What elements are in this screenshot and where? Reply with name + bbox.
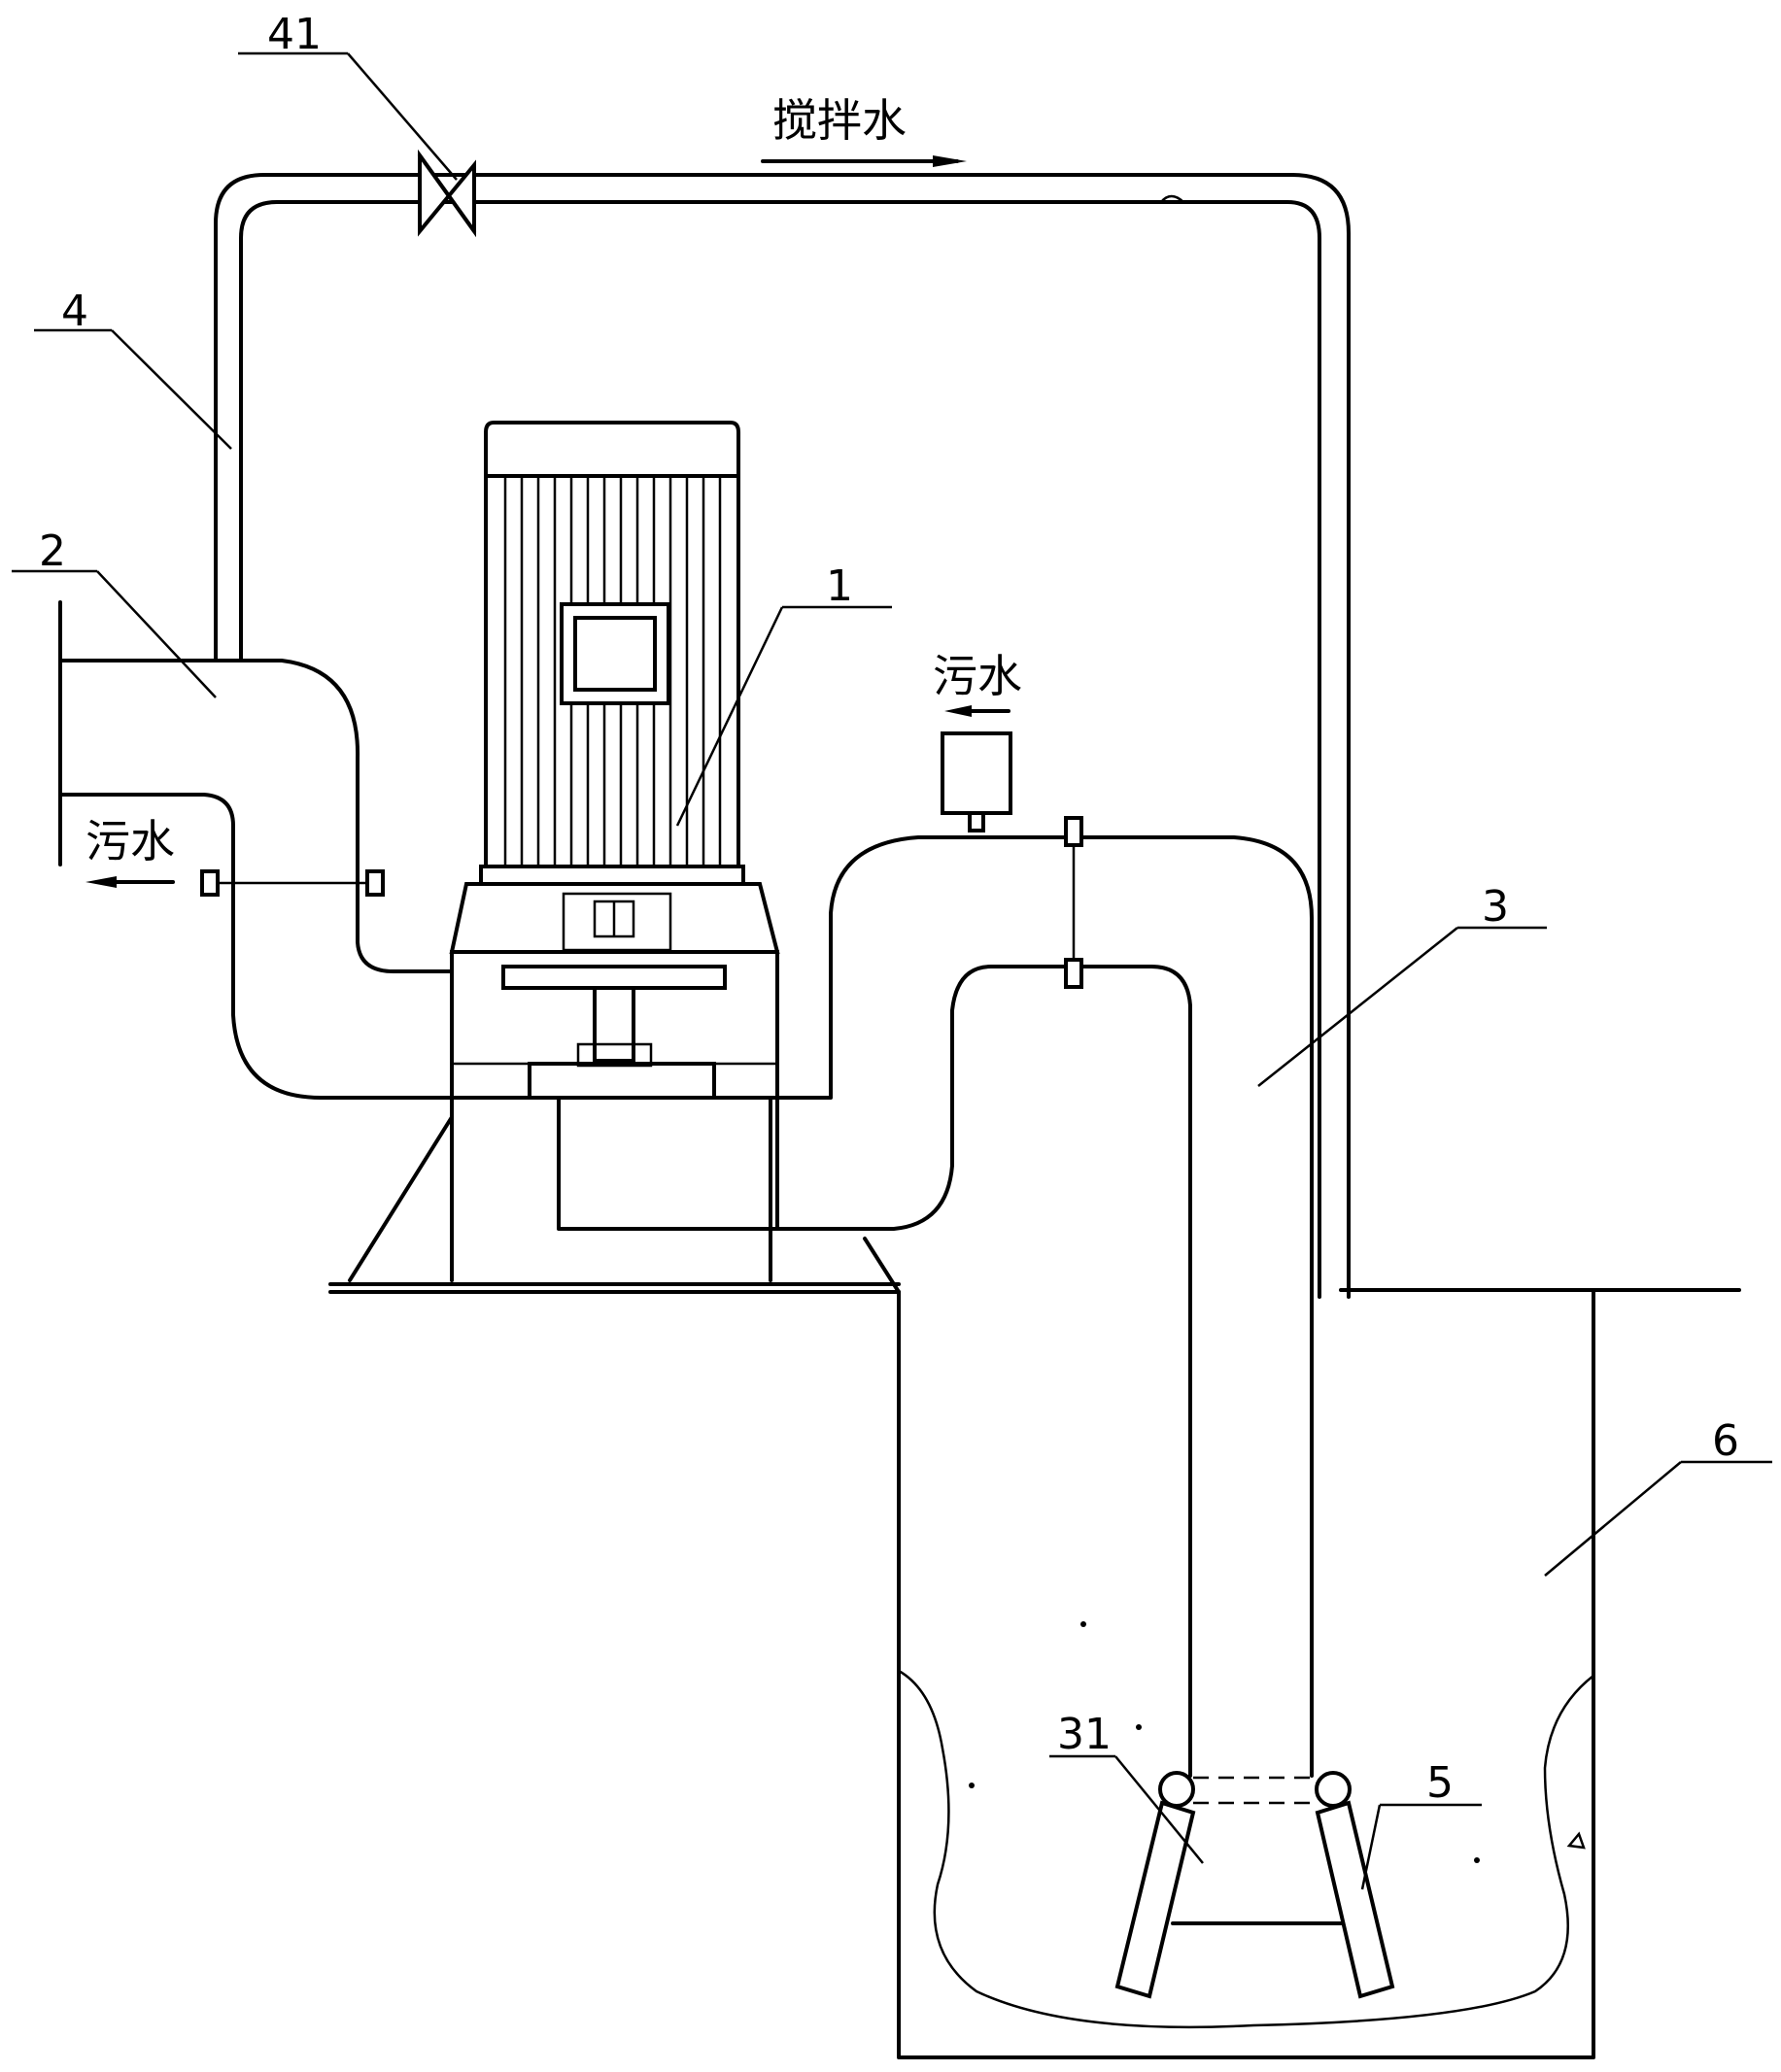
pump: [348, 421, 780, 1282]
label-sewage-out: 污水: [86, 815, 175, 867]
label-stirring-water: 搅拌水: [772, 94, 907, 147]
nozzles: [1114, 1771, 1395, 1999]
label-sewage-in: 污水: [933, 650, 1022, 702]
label-pump: 1: [826, 561, 853, 611]
sewage-out-arrow: [86, 876, 175, 888]
label-stir-nozzle: 5: [1426, 1758, 1454, 1808]
label-outlet-pipe: 2: [39, 526, 66, 576]
sewage-inlet-box: [941, 731, 1012, 832]
stirring-pipe: [214, 173, 1351, 1299]
label-inlet-nozzle: 31: [1057, 1710, 1112, 1759]
leader-lines: [12, 51, 1772, 1890]
outlet-pipe: [58, 600, 459, 1100]
floor-slab: [328, 1237, 1741, 1294]
inlet-pipe: [775, 816, 1314, 1778]
label-inlet-pipe: 3: [1482, 882, 1509, 932]
label-sump: 6: [1712, 1416, 1739, 1466]
sump-pit: [897, 1290, 1595, 2059]
label-valve: 41: [267, 10, 322, 59]
label-stir-pipe: 4: [61, 287, 88, 336]
sewage-in-arrow: [944, 705, 1010, 717]
stirring-water-flow-arrow: [761, 155, 967, 167]
valve-41: [418, 149, 476, 238]
